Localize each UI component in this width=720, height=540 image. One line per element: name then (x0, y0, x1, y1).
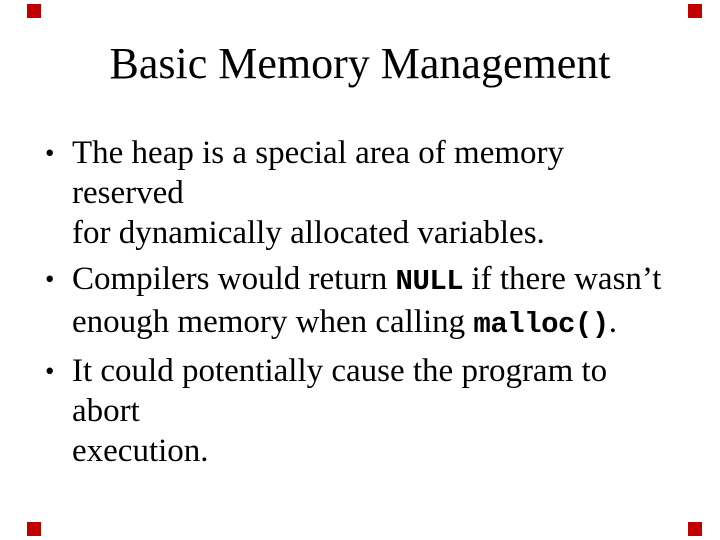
bullet-marker-icon: • (45, 138, 55, 168)
bullet-item: • It could potentially cause the program … (45, 351, 676, 471)
inline-code: NULL (395, 265, 464, 298)
bullet-text: The heap is a special area of memory res… (72, 135, 564, 251)
bullet-marker-icon: • (45, 264, 55, 294)
text-segment: Compilers would return (72, 261, 396, 297)
text-segment: It could potentially cause the program t… (72, 353, 608, 429)
bullet-marker-icon: • (45, 356, 55, 386)
bullet-item: • The heap is a special area of memory re… (45, 133, 676, 253)
text-segment: The heap is a special area of memory res… (72, 135, 565, 211)
text-segment: if there wasn’t (463, 261, 662, 297)
corner-marker-top-left-icon (27, 4, 41, 18)
bullet-list: • The heap is a special area of memory re… (45, 133, 676, 477)
text-segment: enough memory when calling (72, 304, 474, 340)
bullet-text: It could potentially cause the program t… (72, 353, 607, 469)
corner-marker-bottom-right-icon (688, 522, 702, 536)
corner-marker-top-right-icon (688, 4, 702, 18)
corner-marker-bottom-left-icon (27, 522, 41, 536)
text-segment: . (608, 304, 618, 340)
text-segment: for dynamically allocated variables. (72, 215, 545, 251)
inline-code: malloc() (473, 308, 609, 341)
bullet-text: Compilers would return NULL if there was… (72, 261, 662, 341)
slide-title: Basic Memory Management (109, 39, 611, 88)
bullet-item: • Compilers would return NULL if there wa… (45, 259, 676, 345)
text-segment: execution. (72, 433, 209, 469)
